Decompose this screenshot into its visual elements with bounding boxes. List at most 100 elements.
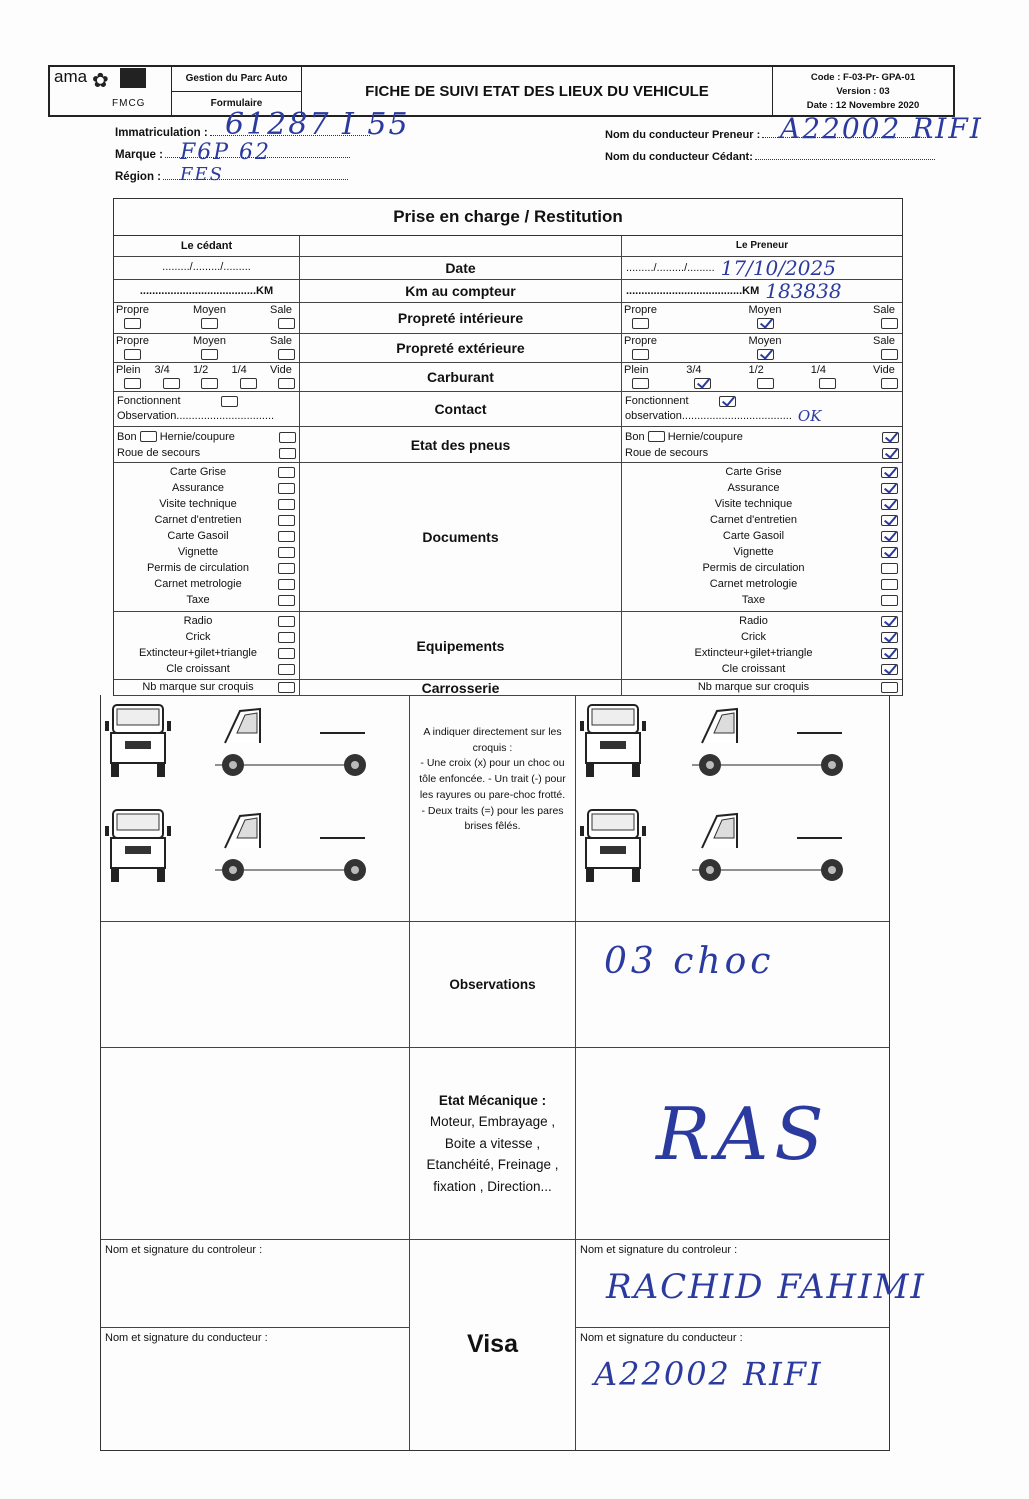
option-checkbox[interactable] <box>632 378 649 389</box>
option-Plein[interactable]: Plein <box>116 364 141 391</box>
checklist-checkbox[interactable] <box>881 562 898 574</box>
controleur-signature-preneur[interactable]: Nom et signature du controleur :RACHID F… <box>576 1240 924 1328</box>
option-checkbox[interactable] <box>201 349 218 360</box>
option-checkbox[interactable] <box>162 378 180 389</box>
observation-field[interactable]: observation.............................… <box>625 410 792 422</box>
option-checkbox[interactable] <box>818 378 836 389</box>
checklist-checkbox[interactable] <box>881 482 898 494</box>
checklist-checkbox[interactable] <box>881 514 898 526</box>
option-3-4[interactable]: 3/4 <box>686 364 712 391</box>
roue-secours-checkbox[interactable] <box>279 447 296 459</box>
checklist-checkbox[interactable] <box>278 615 295 627</box>
preneur-value[interactable]: A22002 RIFI <box>780 112 983 145</box>
option-Propre[interactable]: Propre <box>116 335 149 362</box>
checklist-checkbox[interactable] <box>278 562 295 574</box>
option-Propre[interactable]: Propre <box>624 304 657 333</box>
option-checkbox[interactable] <box>881 318 898 329</box>
option-Vide[interactable]: Vide <box>873 364 898 391</box>
checklist-checkbox[interactable] <box>278 647 295 659</box>
option-checkbox[interactable] <box>239 378 257 389</box>
nb-marque-checkbox[interactable] <box>881 682 898 693</box>
vehicle-sketch-cedant[interactable] <box>101 695 409 921</box>
hernie-checkbox[interactable] <box>882 431 899 443</box>
checklist-checkbox[interactable] <box>881 530 898 542</box>
preneur-date-field[interactable]: ........./........./.........17/10/2025 <box>622 257 902 279</box>
checklist-checkbox[interactable] <box>881 466 898 478</box>
hernie-checkbox[interactable] <box>279 431 296 443</box>
option-checkbox[interactable] <box>881 349 898 360</box>
option-1-4[interactable]: 1/4 <box>232 364 257 391</box>
option-checkbox[interactable] <box>632 349 649 360</box>
checklist-checkbox[interactable] <box>881 578 898 590</box>
option-checkbox[interactable] <box>124 318 141 329</box>
option-checkbox[interactable] <box>201 318 218 329</box>
option-Sale[interactable]: Sale <box>873 304 898 333</box>
fonctionnent-checkbox[interactable] <box>718 395 736 407</box>
option-Vide[interactable]: Vide <box>270 364 295 391</box>
checklist-checkbox[interactable] <box>278 578 295 590</box>
option-checkbox[interactable] <box>201 378 218 389</box>
checklist-checkbox[interactable] <box>881 647 898 659</box>
checklist-checkbox[interactable] <box>278 631 295 643</box>
option-1-4[interactable]: 1/4 <box>811 364 836 391</box>
checklist-checkbox[interactable] <box>278 482 295 494</box>
option-checkbox[interactable] <box>756 349 774 360</box>
option-Sale[interactable]: Sale <box>270 304 295 333</box>
immatriculation-value[interactable]: 61287 I 55 <box>225 107 410 142</box>
option-checkbox[interactable] <box>278 378 295 389</box>
checklist-checkbox[interactable] <box>881 594 898 606</box>
checklist-checkbox[interactable] <box>881 663 898 675</box>
option-checkbox[interactable] <box>124 378 141 389</box>
region-value[interactable]: FES <box>180 164 224 185</box>
fonctionnent-checkbox[interactable] <box>220 395 238 407</box>
cedant-km[interactable]: ......................................KM <box>139 285 274 297</box>
option-checkbox[interactable] <box>756 318 774 329</box>
checklist-checkbox[interactable] <box>278 594 295 606</box>
observations-preneur[interactable]: 03 choc <box>576 922 889 1047</box>
controleur-signature-cedant[interactable]: Nom et signature du controleur : <box>101 1240 409 1328</box>
nb-marque-checkbox[interactable] <box>278 682 295 693</box>
option-checkbox[interactable] <box>278 349 295 360</box>
checklist-checkbox[interactable] <box>278 466 295 478</box>
checklist-checkbox[interactable] <box>278 530 295 542</box>
conducteur-signature-cedant[interactable]: Nom et signature du conducteur : <box>101 1328 409 1450</box>
etat-mecanique-preneur[interactable]: RAS <box>576 1048 889 1239</box>
vehicle-sketch-preneur[interactable] <box>576 695 889 921</box>
marque-value[interactable]: F6P 62 <box>180 140 272 165</box>
option-Sale[interactable]: Sale <box>270 335 295 362</box>
cedant-date[interactable]: ........./........./......... <box>162 261 251 273</box>
checklist-checkbox[interactable] <box>881 615 898 627</box>
option-checkbox[interactable] <box>881 378 898 389</box>
checklist-checkbox[interactable] <box>278 498 295 510</box>
roue-secours-checkbox[interactable] <box>882 447 899 459</box>
option-3-4[interactable]: 3/4 <box>155 364 180 391</box>
bon-checkbox[interactable] <box>139 431 157 443</box>
option-1-2[interactable]: 1/2 <box>749 364 774 391</box>
etat-mecanique-cedant[interactable] <box>101 1048 409 1239</box>
checklist-checkbox[interactable] <box>278 663 295 675</box>
option-checkbox[interactable] <box>124 349 141 360</box>
checklist-checkbox[interactable] <box>278 546 295 558</box>
option-checkbox[interactable] <box>278 318 295 329</box>
option-Propre[interactable]: Propre <box>624 335 657 362</box>
option-Propre[interactable]: Propre <box>116 304 149 333</box>
option-Moyen[interactable]: Moyen <box>193 304 226 333</box>
option-Moyen[interactable]: Moyen <box>749 304 782 333</box>
observation-field[interactable]: Observation.............................… <box>117 410 275 422</box>
option-Moyen[interactable]: Moyen <box>749 335 782 362</box>
checklist-checkbox[interactable] <box>881 498 898 510</box>
option-Plein[interactable]: Plein <box>624 364 649 391</box>
checklist-checkbox[interactable] <box>881 631 898 643</box>
observations-cedant[interactable] <box>101 922 409 1047</box>
checklist-checkbox[interactable] <box>278 514 295 526</box>
option-Sale[interactable]: Sale <box>873 335 898 362</box>
checklist-checkbox[interactable] <box>881 546 898 558</box>
bon-checkbox[interactable] <box>647 431 665 443</box>
option-Moyen[interactable]: Moyen <box>193 335 226 362</box>
option-checkbox[interactable] <box>756 378 774 389</box>
option-checkbox[interactable] <box>632 318 649 329</box>
option-1-2[interactable]: 1/2 <box>193 364 218 391</box>
option-checkbox[interactable] <box>694 378 712 389</box>
preneur-km-field[interactable]: ......................................KM… <box>622 280 902 302</box>
conducteur-signature-preneur[interactable]: Nom et signature du conducteur :A22002 R… <box>576 1328 889 1450</box>
